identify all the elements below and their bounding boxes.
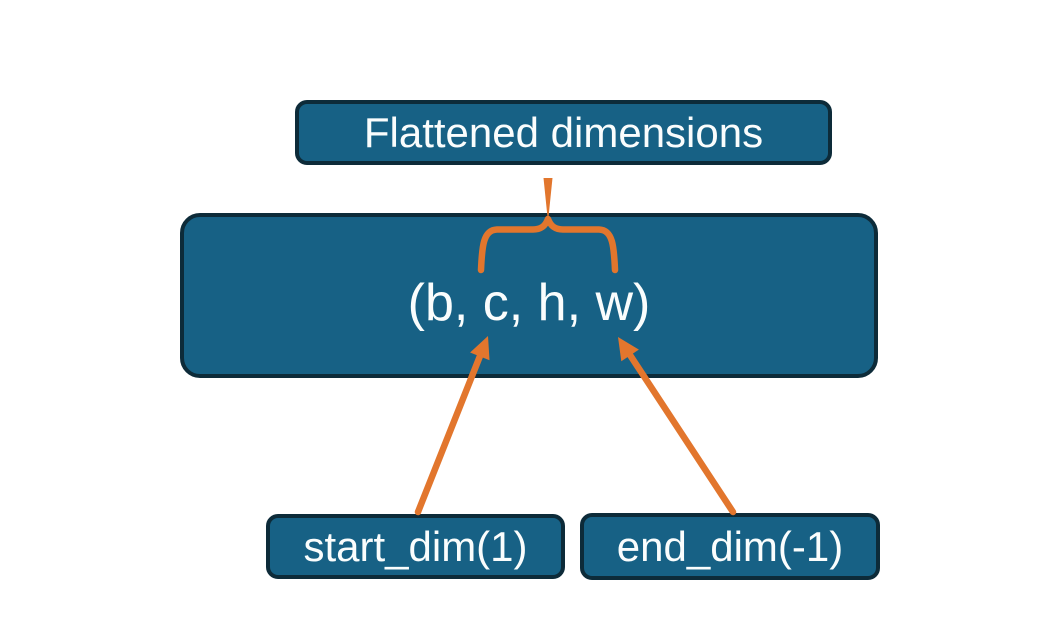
node-tensor-shape-label: (b, c, h, w) [407,273,651,332]
start-dim-arrow-line [414,352,484,516]
node-flattened-dimensions: Flattened dimensions [295,100,832,165]
node-start-dim-label: start_dim(1) [303,522,528,570]
node-end-dim: end_dim(-1) [580,513,880,580]
node-tensor-shape: (b, c, h, w) [180,213,878,378]
node-flattened-dimensions-label: Flattened dimensions [363,108,764,156]
end-dim-arrow-line [626,351,737,516]
node-start-dim: start_dim(1) [266,514,565,579]
node-end-dim-label: end_dim(-1) [616,522,844,570]
